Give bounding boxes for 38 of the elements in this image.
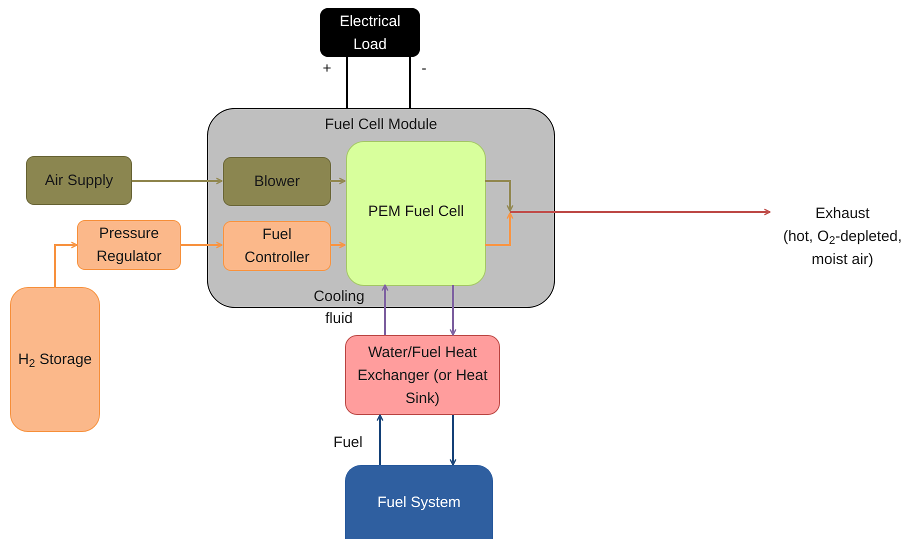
arrow <box>330 178 346 184</box>
arrow <box>450 285 456 336</box>
box-label: Pressure Regulator <box>95 224 163 267</box>
arrow <box>132 178 223 184</box>
box-label: H$_{2}$ Storage <box>17 350 93 371</box>
edge-label: Cooling fluid <box>312 287 366 329</box>
edge-label: - <box>420 59 428 79</box>
process-box <box>26 156 132 205</box>
box-label: Fuel System <box>376 492 462 512</box>
box-heading: Fuel Cell Module <box>324 115 438 135</box>
edge-label: + <box>322 59 332 79</box>
arrow <box>485 180 514 212</box>
box-label: PEM Fuel Cell <box>367 202 465 222</box>
arrow <box>450 415 456 466</box>
load-box <box>320 8 420 57</box>
exhaust-label: Exhaust <box>815 204 870 224</box>
box-label: Fuel Controller <box>243 225 311 268</box>
process-box <box>223 157 331 206</box>
arrow <box>376 414 384 465</box>
storage-tank <box>10 287 100 432</box>
arrow <box>181 242 223 248</box>
box-label: Blower <box>253 172 301 192</box>
process-box <box>345 335 500 415</box>
arrow <box>485 212 514 246</box>
box-label: Electrical Load <box>338 12 402 54</box>
process-box <box>223 221 331 271</box>
arrow <box>54 242 78 287</box>
process-box <box>77 220 181 270</box>
edge-label: Fuel <box>332 433 364 453</box>
arrow <box>330 242 346 248</box>
arrow <box>510 208 771 216</box>
fuel-cell-box <box>346 141 486 286</box>
box-label: Air Supply <box>44 171 114 191</box>
arrow <box>382 284 388 335</box>
box-label: Water/Fuel Heat Exchanger (or Heat Sink) <box>356 342 489 408</box>
exhaust-note: (hot, O$_{2}$-depleted, moist air) <box>782 227 903 270</box>
process-box <box>345 465 493 539</box>
module-box <box>207 108 555 308</box>
